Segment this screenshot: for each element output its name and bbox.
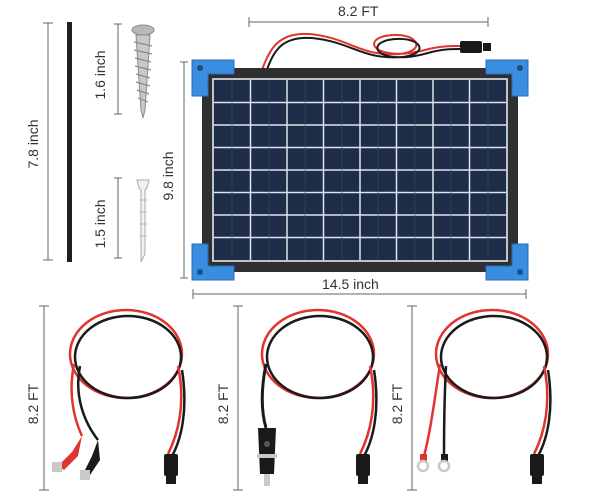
clip-cable-label: 8.2 FT	[25, 383, 41, 425]
panel-cable-dimension-line	[248, 17, 489, 27]
panel-cable-label: 8.2 FT	[338, 3, 379, 19]
stake-height-label: 7.8 inch	[25, 119, 41, 169]
panel-cable-icon	[261, 32, 491, 73]
alligator-clip-cable-icon	[39, 305, 186, 491]
anchor-length-label: 1.5 inch	[92, 199, 108, 249]
mounting-stake-icon	[43, 22, 72, 262]
wall-anchor-icon	[114, 177, 150, 263]
panel-width-label: 14.5 inch	[322, 276, 379, 292]
panel-height-label: 9.8 inch	[160, 151, 176, 201]
ring-terminal-cable-icon	[407, 305, 552, 491]
solar-panel-icon	[180, 59, 529, 281]
screw-length-label: 1.6 inch	[92, 50, 108, 100]
panel-width-dimension-line	[192, 289, 527, 299]
plug-cable-label: 8.2 FT	[215, 383, 231, 425]
ring-cable-label: 8.2 FT	[389, 383, 405, 425]
cigarette-plug-cable-icon	[233, 305, 378, 491]
screw-icon	[114, 23, 155, 119]
